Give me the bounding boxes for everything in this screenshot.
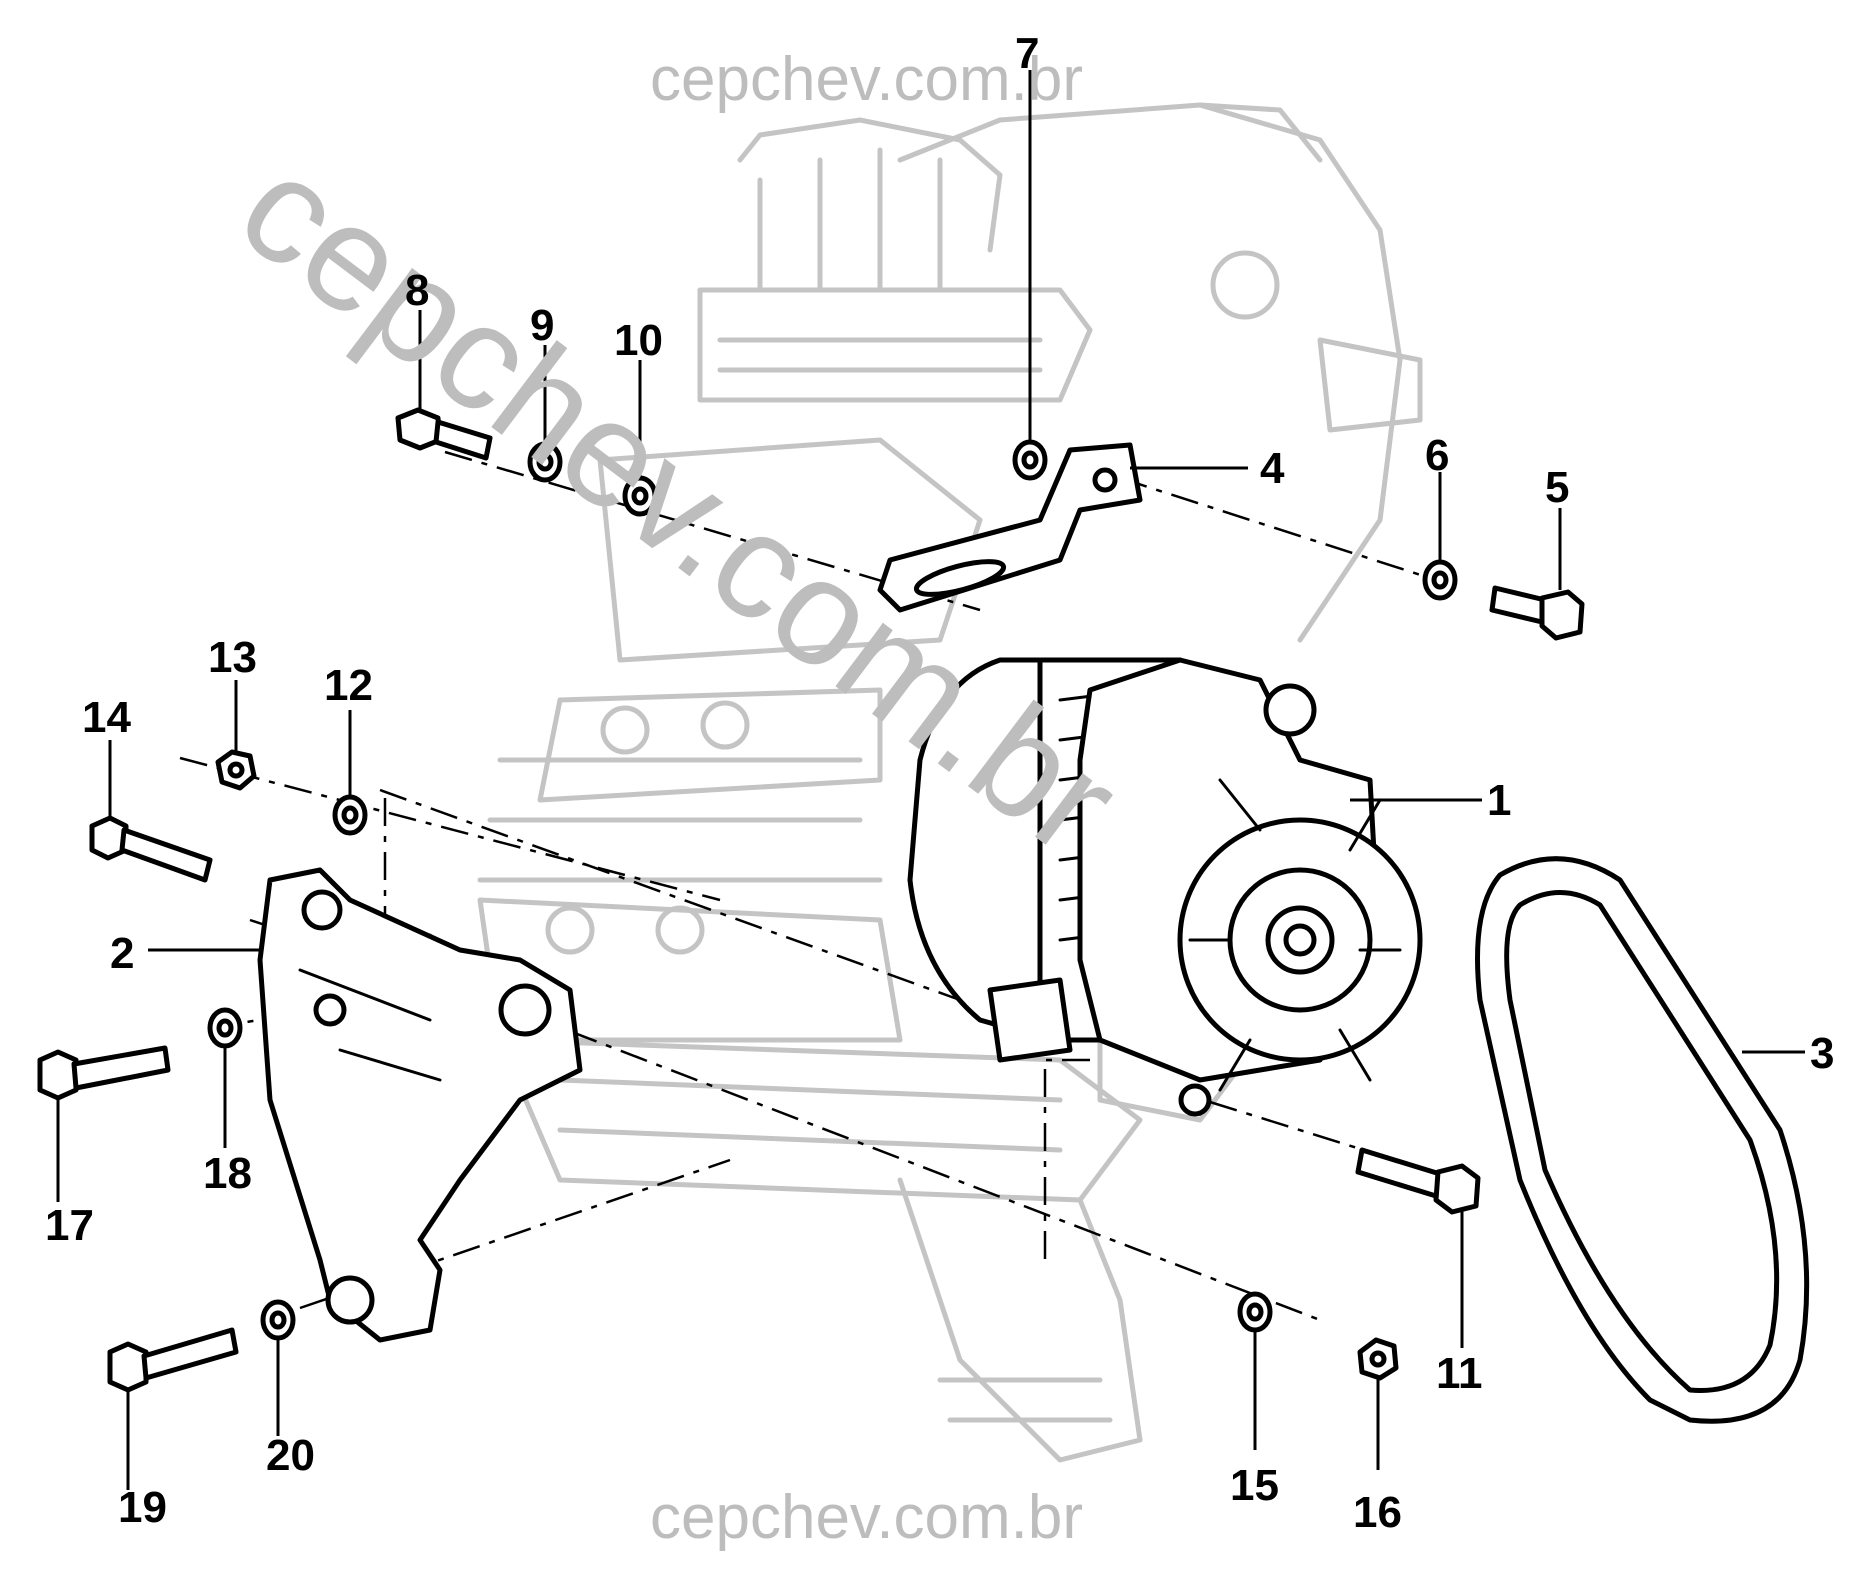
callout-17: 17 — [45, 1201, 94, 1250]
bolt-19 — [107, 1327, 239, 1393]
washer-12 — [332, 794, 368, 836]
drive-belt — [1475, 856, 1810, 1424]
callout-3: 3 — [1810, 1029, 1834, 1078]
washer-20 — [260, 1299, 296, 1341]
callout-9: 9 — [530, 301, 554, 350]
washer-15 — [1237, 1291, 1273, 1333]
callout-2: 2 — [110, 929, 134, 978]
callout-6: 6 — [1425, 431, 1449, 480]
callout-1: 1 — [1487, 776, 1511, 825]
watermark-bottom: cepchev.com.br — [650, 1483, 1083, 1552]
bolt-17 — [37, 1045, 171, 1101]
callout-11: 11 — [1436, 1349, 1483, 1398]
bolt-14 — [89, 815, 213, 883]
callout-13: 13 — [208, 633, 257, 682]
nut-16 — [1357, 1337, 1399, 1381]
washer-18 — [207, 1007, 243, 1049]
adjusting-strap — [877, 442, 1143, 613]
callout-16: 16 — [1353, 1488, 1402, 1537]
bolt-8 — [395, 407, 493, 461]
engine-block-ghost — [477, 102, 1423, 1463]
alternator-bracket — [257, 867, 583, 1343]
callout-20: 20 — [266, 1431, 315, 1480]
callout-4: 4 — [1260, 444, 1285, 493]
alternator — [907, 657, 1423, 1117]
bolt-11 — [1355, 1147, 1481, 1215]
callout-18: 18 — [203, 1149, 252, 1198]
washer-6 — [1422, 559, 1458, 601]
callout-15: 15 — [1230, 1461, 1279, 1510]
callout-7: 7 — [1015, 29, 1039, 78]
callout-14: 14 — [82, 693, 131, 742]
callout-8: 8 — [405, 266, 429, 315]
callout-12: 12 — [324, 661, 373, 710]
washer-7 — [1012, 439, 1048, 481]
callout-10: 10 — [614, 316, 663, 365]
bolt-5 — [1489, 585, 1585, 641]
leader-lines — [56, 70, 1805, 1490]
washer-9 — [527, 441, 563, 483]
callout-5: 5 — [1545, 463, 1569, 512]
callout-19: 19 — [118, 1483, 167, 1532]
watermark-top: cepchev.com.br — [650, 45, 1083, 114]
nut-13 — [215, 749, 257, 791]
